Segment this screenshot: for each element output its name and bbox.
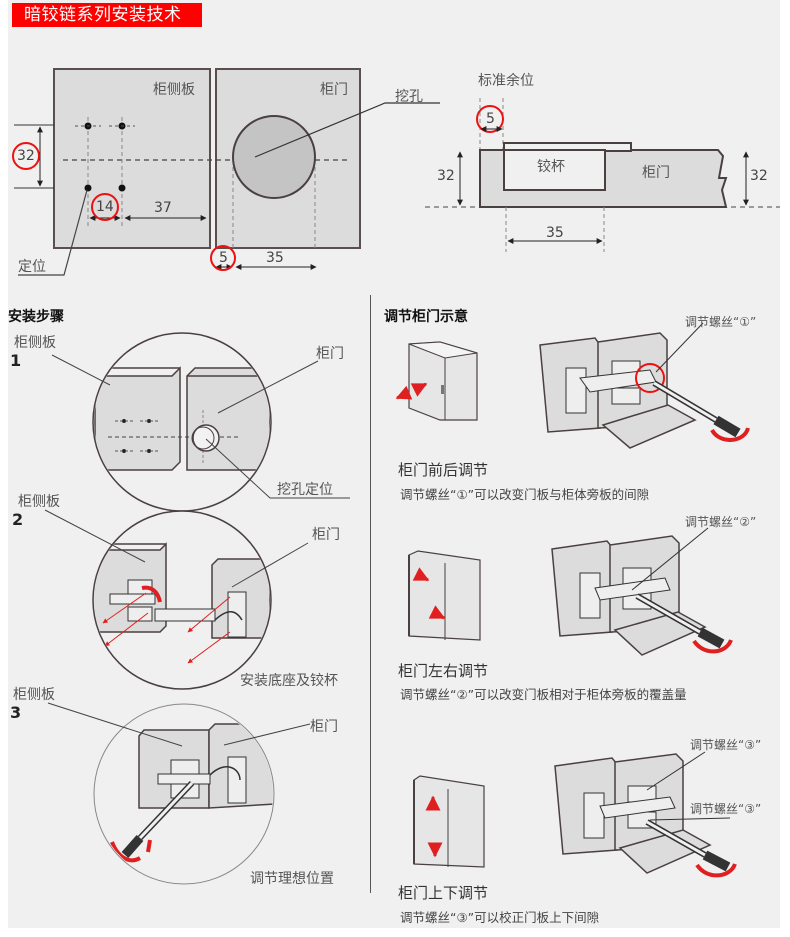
dim-37-value: 37 (154, 200, 172, 216)
step-3-caption: 调节理想位置 (250, 871, 334, 887)
adjust-heading: 调节柜门示意 (384, 309, 468, 325)
position-label: 定位 (18, 259, 46, 275)
step-2-door-label: 柜门 (312, 527, 340, 543)
dim-35-value: 35 (266, 250, 284, 266)
section-dim-32-left: 32 (437, 168, 455, 184)
adjust-3-title: 柜门上下调节 (398, 884, 489, 902)
column-divider (370, 295, 371, 893)
step-3-illustration (47, 702, 311, 885)
adjust-2-title: 柜门左右调节 (398, 662, 489, 680)
dim-14-value: 14 (96, 199, 114, 215)
adjust-3-desc: 调节螺丝“③”可以校正门板上下间隙 (400, 910, 600, 925)
adjust-1-desc: 调节螺丝“①”可以改变门板与柜体旁板的间隙 (400, 487, 650, 502)
hinge-cup (503, 149, 606, 191)
step-3-side-label: 柜侧板 (13, 687, 55, 703)
dim-5-value: 5 (219, 250, 228, 266)
dim-5-highlight (210, 245, 236, 271)
adjust-1-title: 柜门前后调节 (398, 461, 489, 479)
margin-5-highlight (476, 105, 504, 133)
screw-1-label: 调节螺丝“①” (685, 315, 757, 329)
section-dim-35: 35 (546, 225, 564, 241)
step-1-number: 1 (10, 351, 22, 370)
install-steps-heading: 安装步骤 (8, 309, 64, 325)
section-door-label: 柜门 (642, 165, 670, 181)
step-2-side-label: 柜侧板 (18, 494, 60, 510)
step-1-door-label: 柜门 (316, 346, 344, 362)
dim-32-value: 32 (17, 148, 35, 164)
screw-1-highlight (635, 363, 665, 393)
cup-label: 铰杯 (537, 159, 565, 175)
step-3-number: 3 (10, 703, 22, 722)
step-1-side-label: 柜侧板 (14, 335, 56, 351)
hole-label: 挖孔 (395, 89, 423, 105)
screw-3-label-2: 调节螺丝“③” (690, 802, 762, 816)
page-title: 暗铰链系列安装技术 (12, 3, 202, 27)
dim-32-highlight (12, 142, 40, 170)
margin-5-value: 5 (486, 111, 495, 127)
hinge-adjust-2 (551, 527, 733, 656)
side-panel-label: 柜侧板 (153, 82, 195, 98)
cabinet-sketch-left-right (408, 550, 481, 641)
screw-3-label: 调节螺丝“③” (690, 738, 762, 752)
step-1-caption: 挖孔定位 (277, 482, 333, 498)
step-3-door-label: 柜门 (310, 719, 338, 735)
hinge-adjust-1 (539, 322, 750, 449)
hole-mark (84, 184, 92, 192)
dim-14-highlight (91, 193, 119, 221)
adjust-2-desc: 调节螺丝“②”可以改变门板相对于柜体旁板的覆盖量 (400, 687, 687, 702)
cup-hole (232, 115, 316, 199)
standard-margin-label: 标准余位 (478, 73, 534, 89)
step-2-caption: 安装底座及铰杯 (240, 673, 338, 689)
hole-mark (118, 184, 126, 192)
cabinet-sketch-front-back (395, 341, 478, 421)
screw-2-label: 调节螺丝“②” (685, 515, 757, 529)
step-1-illustration (51, 332, 350, 512)
section-dim-32-right: 32 (750, 168, 768, 184)
cabinet-sketch-up-down (413, 775, 485, 868)
door-label: 柜门 (320, 82, 348, 98)
hinge-adjust-3 (554, 751, 737, 878)
step-2-number: 2 (12, 510, 24, 529)
step-2-illustration (44, 509, 309, 690)
